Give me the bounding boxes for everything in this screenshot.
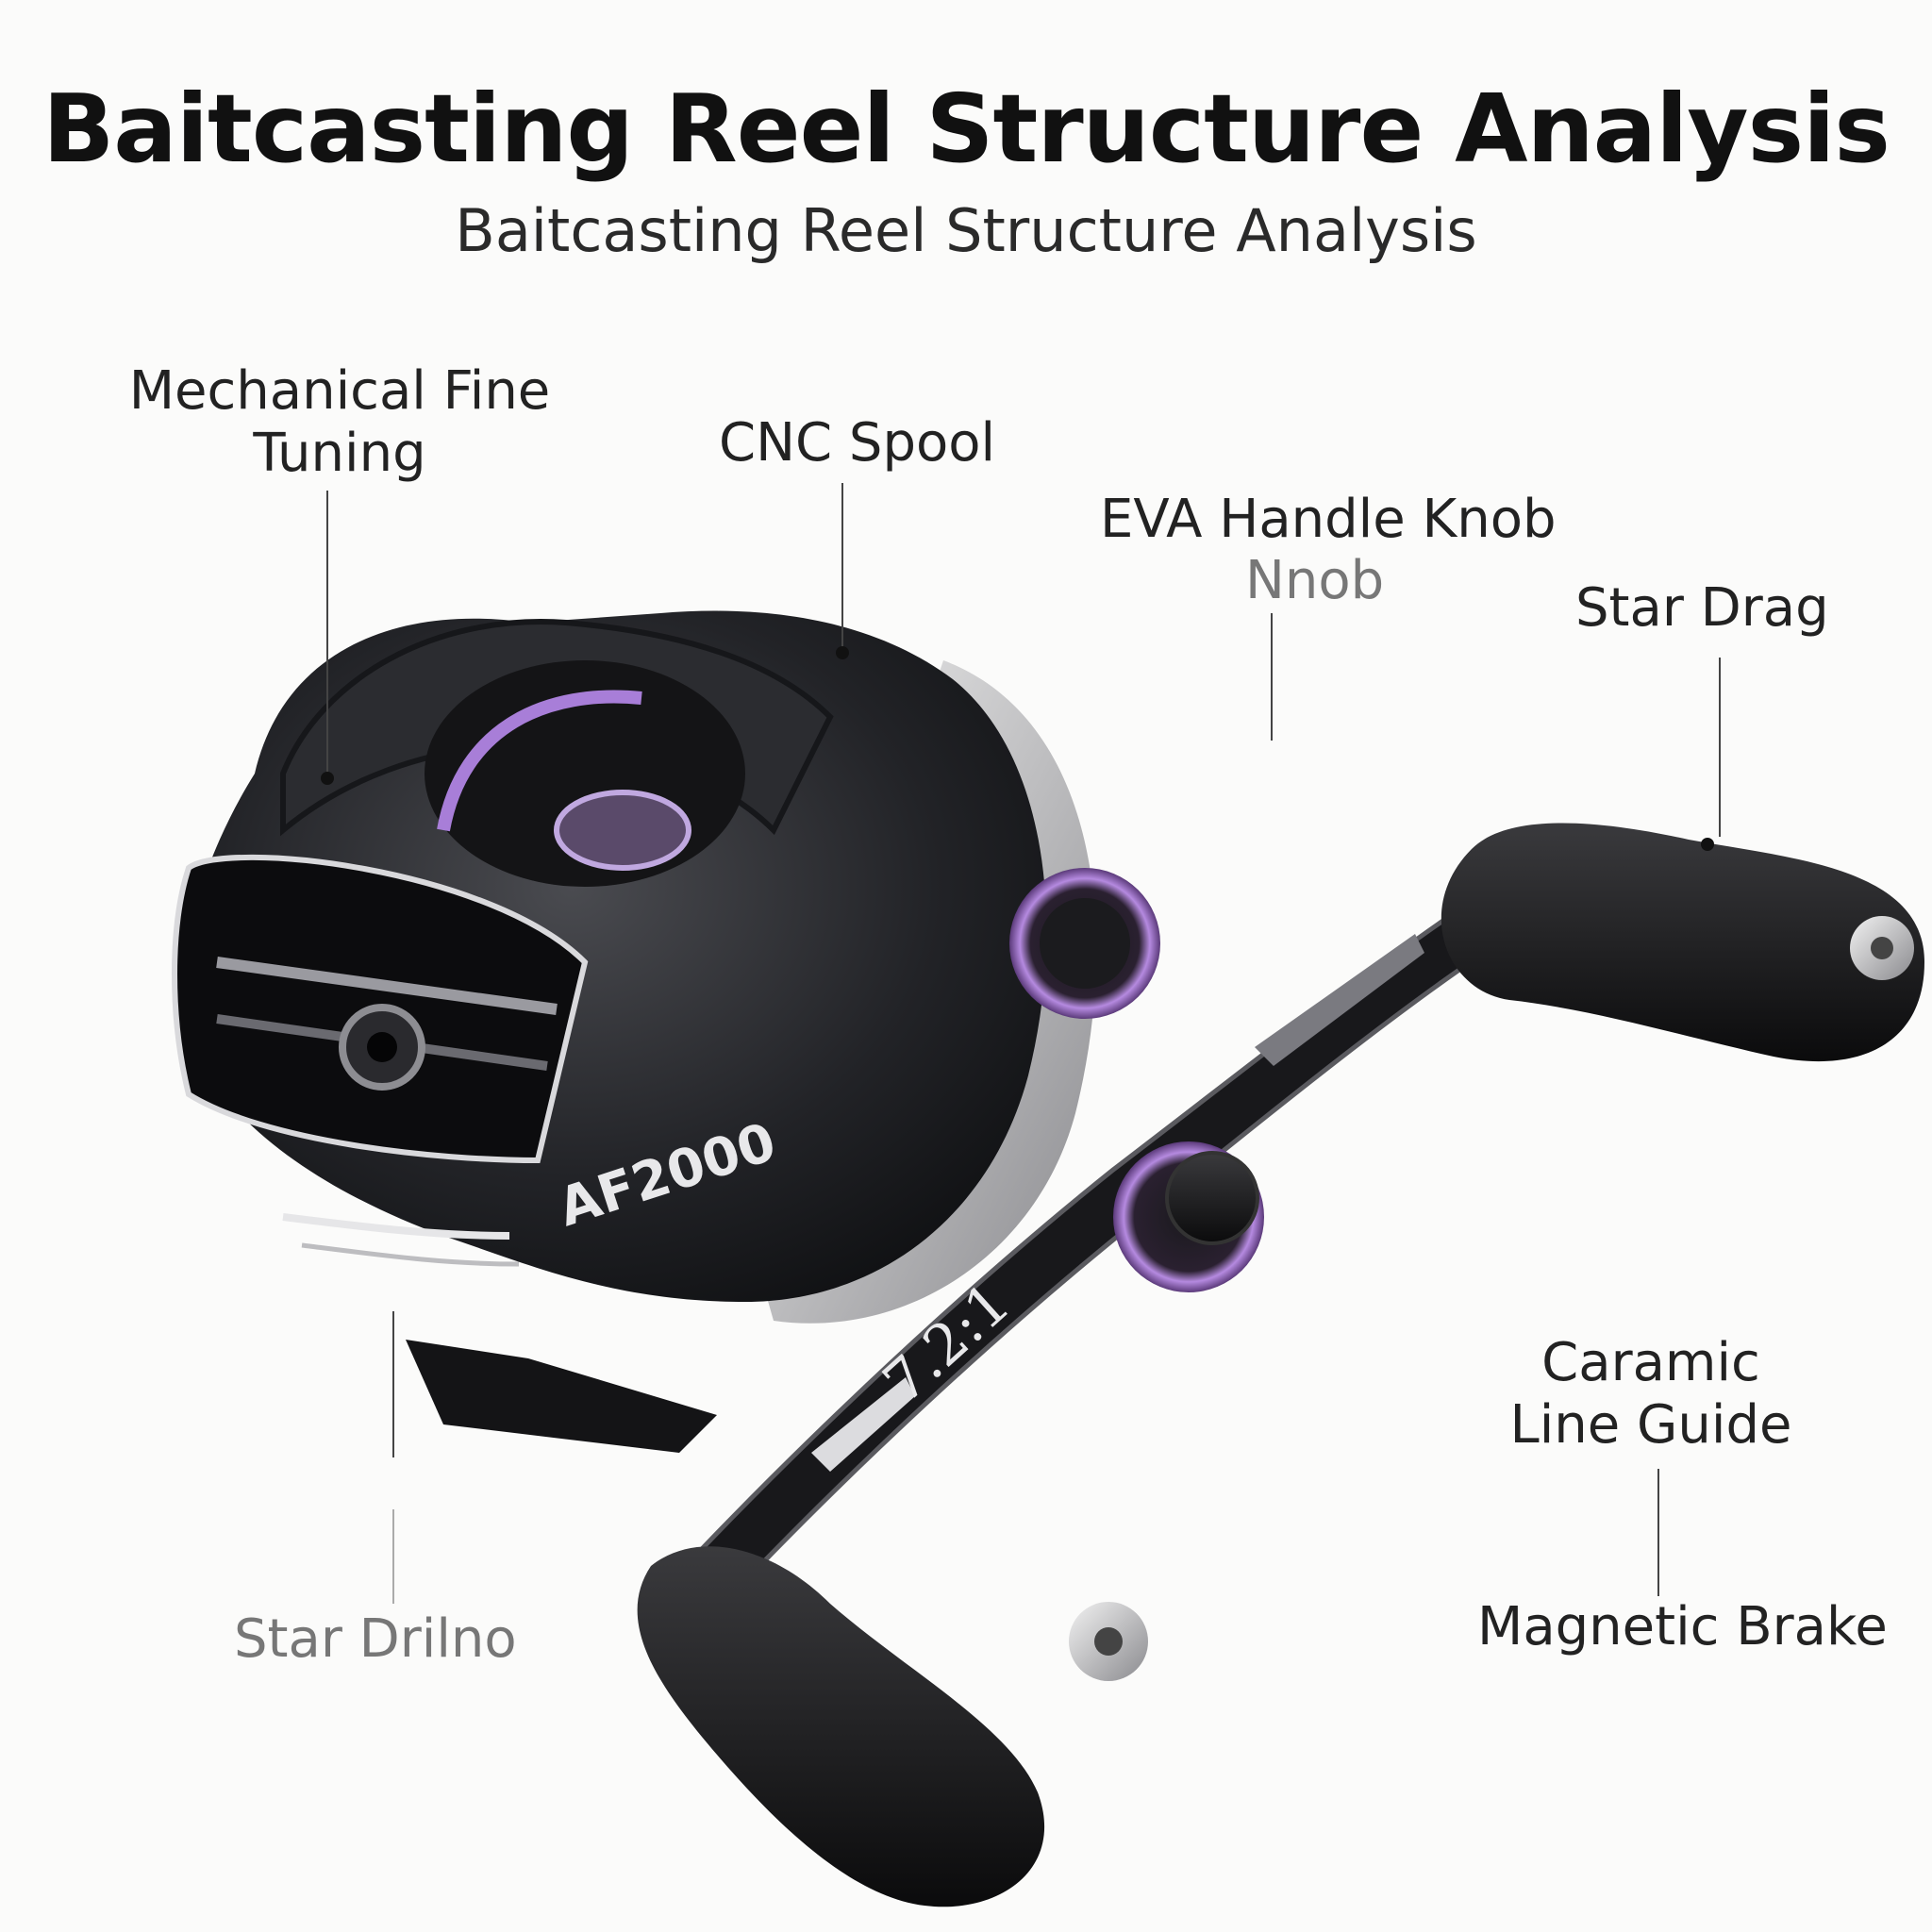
handle-arm-cutout: [1255, 934, 1424, 1066]
spool-purple-rim: [437, 690, 642, 832]
knob-cap-bolt: [1871, 937, 1893, 959]
callout-star-drag-bottom: Star Drilno: [234, 1608, 517, 1670]
eva-knob-upper: [1441, 823, 1924, 1062]
callout-star-drag: Star Drag: [1575, 577, 1829, 639]
callout-eva-knob-overlap: Nnob: [1245, 550, 1385, 611]
leader-dot-fine-tuning: [321, 772, 334, 785]
leader-cnc-spool: [841, 483, 843, 653]
body-stripe: [282, 1213, 510, 1240]
spool-shaft: [554, 790, 691, 871]
leader-star-drag: [1719, 658, 1721, 837]
page-subtitle: Baitcasting Reel Structure Analysis: [455, 196, 1477, 265]
leader-dot-cnc-spool: [836, 646, 849, 659]
lower-knob-bolt: [1094, 1627, 1123, 1656]
body-stripe: [301, 1242, 520, 1267]
leader-fine-tuning: [326, 491, 328, 778]
eva-knob-lower: [637, 1546, 1045, 1907]
leader-star-drag-bottom-lower: [392, 1509, 394, 1604]
leader-star-drag-bottom-upper: [392, 1311, 394, 1457]
callout-magnetic-brake: Magnetic Brake: [1477, 1596, 1888, 1657]
handle-hub-nut: [1165, 1151, 1259, 1245]
line-guide-hole: [367, 1032, 397, 1062]
callout-fine-tuning: Mechanical Fine Tuning: [128, 360, 551, 484]
page-title: Baitcasting Reel Structure Analysis: [42, 74, 1890, 184]
callout-ceramic-guide: Caramic Line Guide: [1509, 1332, 1792, 1456]
callout-eva-knob: EVA Handle Knob: [1100, 489, 1557, 550]
callout-cnc-spool: CNC Spool: [719, 412, 996, 474]
leader-eva-knob: [1271, 613, 1273, 741]
level-wind-rod: [216, 957, 558, 1015]
leader-ceramic-guide: [1657, 1469, 1659, 1596]
reel-foot: [406, 1340, 717, 1453]
leader-dot-star-drag: [1701, 838, 1714, 851]
star-drag-hub: [1040, 898, 1130, 989]
handle-arm-cutout: [811, 1377, 915, 1472]
